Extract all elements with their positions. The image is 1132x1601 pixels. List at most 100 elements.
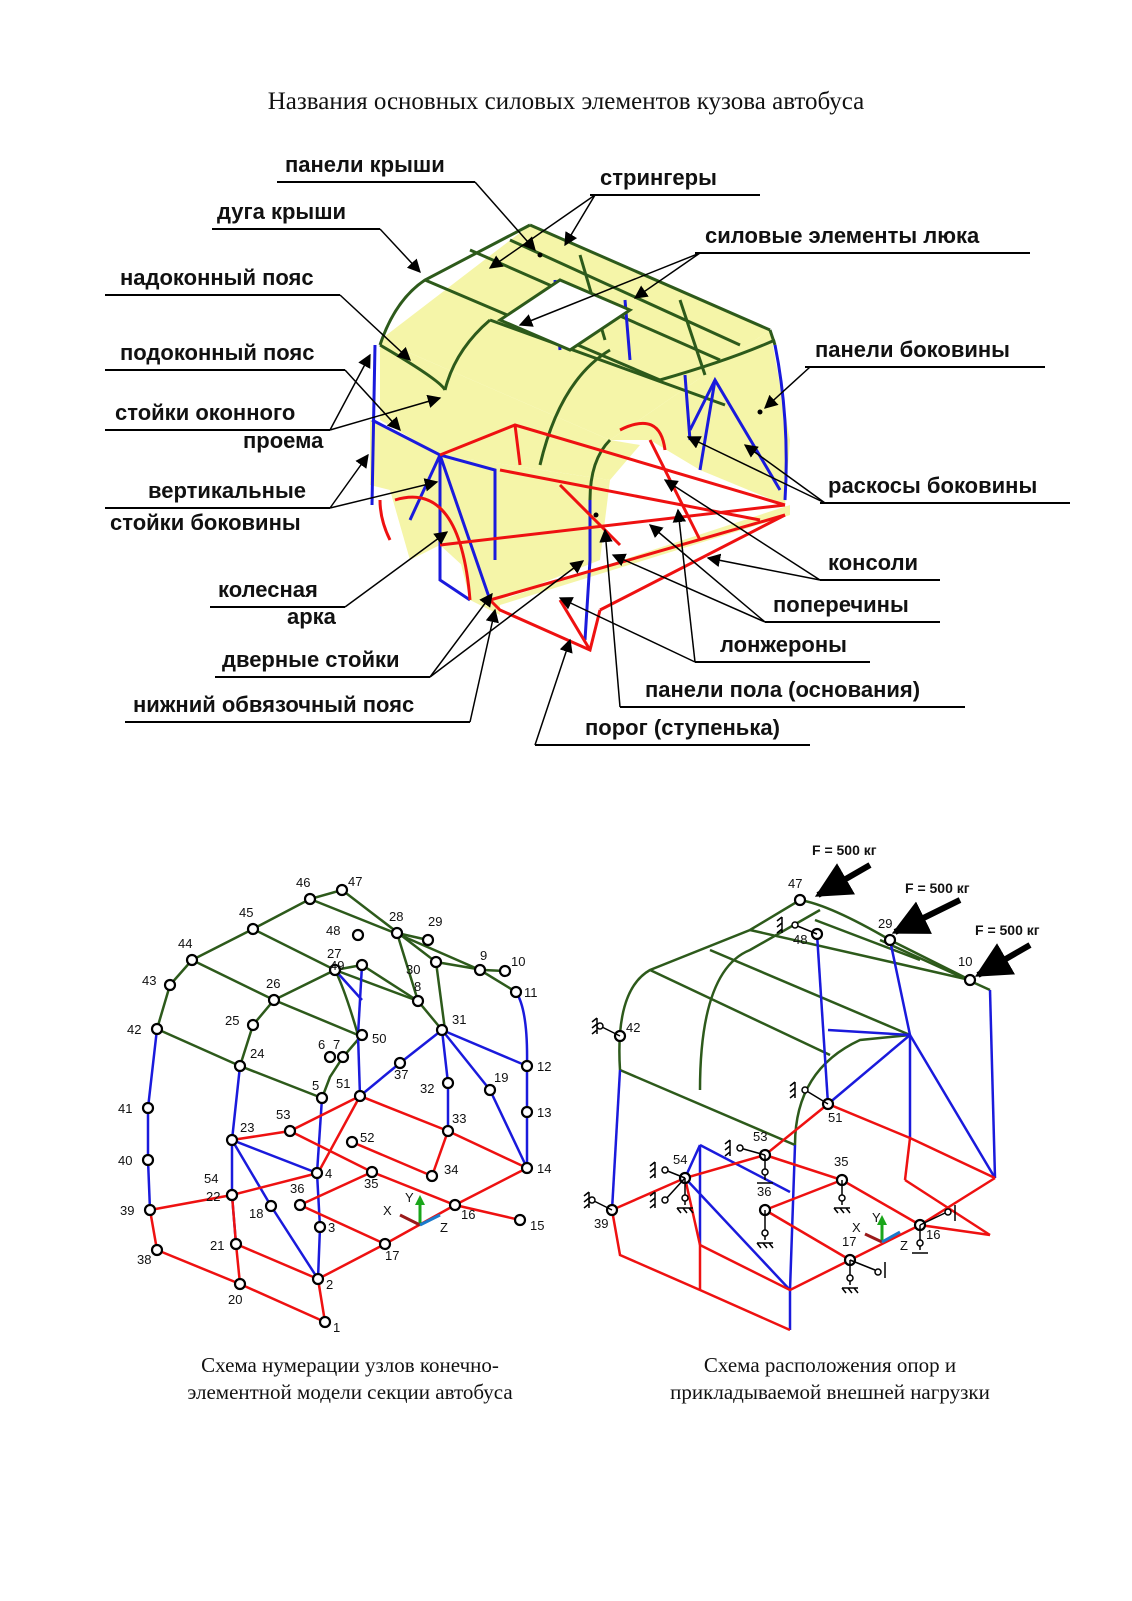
node-7-marker [336,1050,350,1064]
support-symbols [583,916,956,1294]
node-18-marker [264,1199,278,1213]
node-54-marker [225,1188,239,1202]
node-47-label: 47 [788,876,802,891]
page-title: Названия основных силовых элементов кузо… [267,88,865,115]
label-vertical-posts-2: стойки боковины [110,510,301,535]
node-15-label: 15 [530,1218,544,1233]
node-52-marker [345,1135,359,1149]
node-42-marker [150,1022,164,1036]
node-2-marker [311,1272,325,1286]
node-54-label: 54 [204,1171,218,1186]
node-54-label: 54 [673,1152,687,1167]
node-30-marker [429,955,443,969]
node-8-marker [411,994,425,1008]
axis-z-right: Z [900,1238,908,1253]
node-10-label: 10 [958,954,972,969]
label-step: порог (ступенька) [585,715,780,740]
node-9-marker [473,963,487,977]
node-34-marker [425,1169,439,1183]
axis-x-left: X [383,1203,392,1218]
node-53-label: 53 [753,1129,767,1144]
node-25-label: 25 [225,1013,239,1028]
node-44-label: 44 [178,936,192,951]
node-47-marker [793,893,807,907]
node-42-label: 42 [626,1020,640,1035]
node-40-marker [141,1153,155,1167]
axis-x-right: X [852,1220,861,1235]
node-35-label: 35 [834,1154,848,1169]
node-47-marker [335,883,349,897]
label-longerons: лонжероны [720,632,847,657]
node-48-marker [351,928,365,942]
node-51-label: 51 [336,1076,350,1091]
node-28-marker [390,926,404,940]
node-36-label: 36 [290,1181,304,1196]
node-5-label: 5 [312,1078,319,1093]
node-20-label: 20 [228,1292,242,1307]
node-34-label: 34 [444,1162,458,1177]
node-4-label: 4 [325,1166,332,1181]
node-19-label: 19 [494,1070,508,1085]
node-28-label: 28 [389,909,403,924]
node-4-marker [310,1166,324,1180]
node-35-marker [365,1165,379,1179]
caption-right-line-1: Схема расположения опор и [703,1353,957,1377]
node-41-label: 41 [118,1101,132,1116]
label-wheel-arch-2: арка [287,604,337,629]
label-lower-belt: нижний обвязочный пояс [133,692,414,717]
node-36-label: 36 [757,1184,771,1199]
caption-left-line-1: Схема нумерации узлов конечно- [201,1353,499,1377]
node-27-label: 27 [327,946,341,961]
label-consoles: консоли [828,550,918,575]
node-46-marker [303,892,317,906]
node-31-marker [435,1023,449,1037]
caption-right-line-2: прикладываемой внешней нагрузки [670,1380,990,1404]
caption-left-line-2: элементной модели секции автобуса [187,1380,513,1404]
node-32-marker [441,1076,455,1090]
node-43-marker [163,978,177,992]
node-7-label: 7 [333,1037,340,1052]
node-12-label: 12 [537,1059,551,1074]
node-40-label: 40 [118,1153,132,1168]
label-hatch-elements: силовые элементы люка [705,223,980,248]
node-16-marker [448,1198,462,1212]
node-39-label: 39 [120,1203,134,1218]
label-window-posts-2: проема [243,428,324,453]
node-9-label: 9 [480,948,487,963]
node-10-label: 10 [511,954,525,969]
node-42-label: 42 [127,1022,141,1037]
node-6-label: 6 [318,1037,325,1052]
node-41-marker [141,1101,155,1115]
node-1-label: 1 [333,1320,340,1335]
node-3-label: 3 [328,1220,335,1235]
label-vertical-posts-1: вертикальные [148,478,306,503]
node-13-label: 13 [537,1105,551,1120]
node-10-marker [963,973,977,987]
node-35-label: 35 [364,1176,378,1191]
label-above-window-belt: надоконный пояс [120,265,314,290]
node-5-marker [315,1091,329,1105]
label-under-window-belt: подоконный пояс [120,340,315,365]
node-29-marker [421,933,435,947]
node-39-label: 39 [594,1216,608,1231]
supports-scheme [610,898,997,1332]
node-32-label: 32 [420,1081,434,1096]
node-17-marker [378,1237,392,1251]
node-22-label: 22 [206,1189,220,1204]
node-33-marker [441,1124,455,1138]
node-20-marker [233,1277,247,1291]
forces: F = 500 кг F = 500 кг F = 500 кг [812,842,1040,978]
node-44-marker [185,953,199,967]
node-48-label: 48 [793,932,807,947]
force-label-47: F = 500 кг [812,842,877,858]
node-31-label: 31 [452,1012,466,1027]
node-33-label: 33 [452,1111,466,1126]
label-floor-panels: панели пола (основания) [645,677,920,702]
node-11-label: 11 [524,985,538,1000]
node-45-marker [246,922,260,936]
node-21-label: 21 [210,1238,224,1253]
node-17-label: 17 [842,1234,856,1249]
hatch-opening [496,278,634,352]
